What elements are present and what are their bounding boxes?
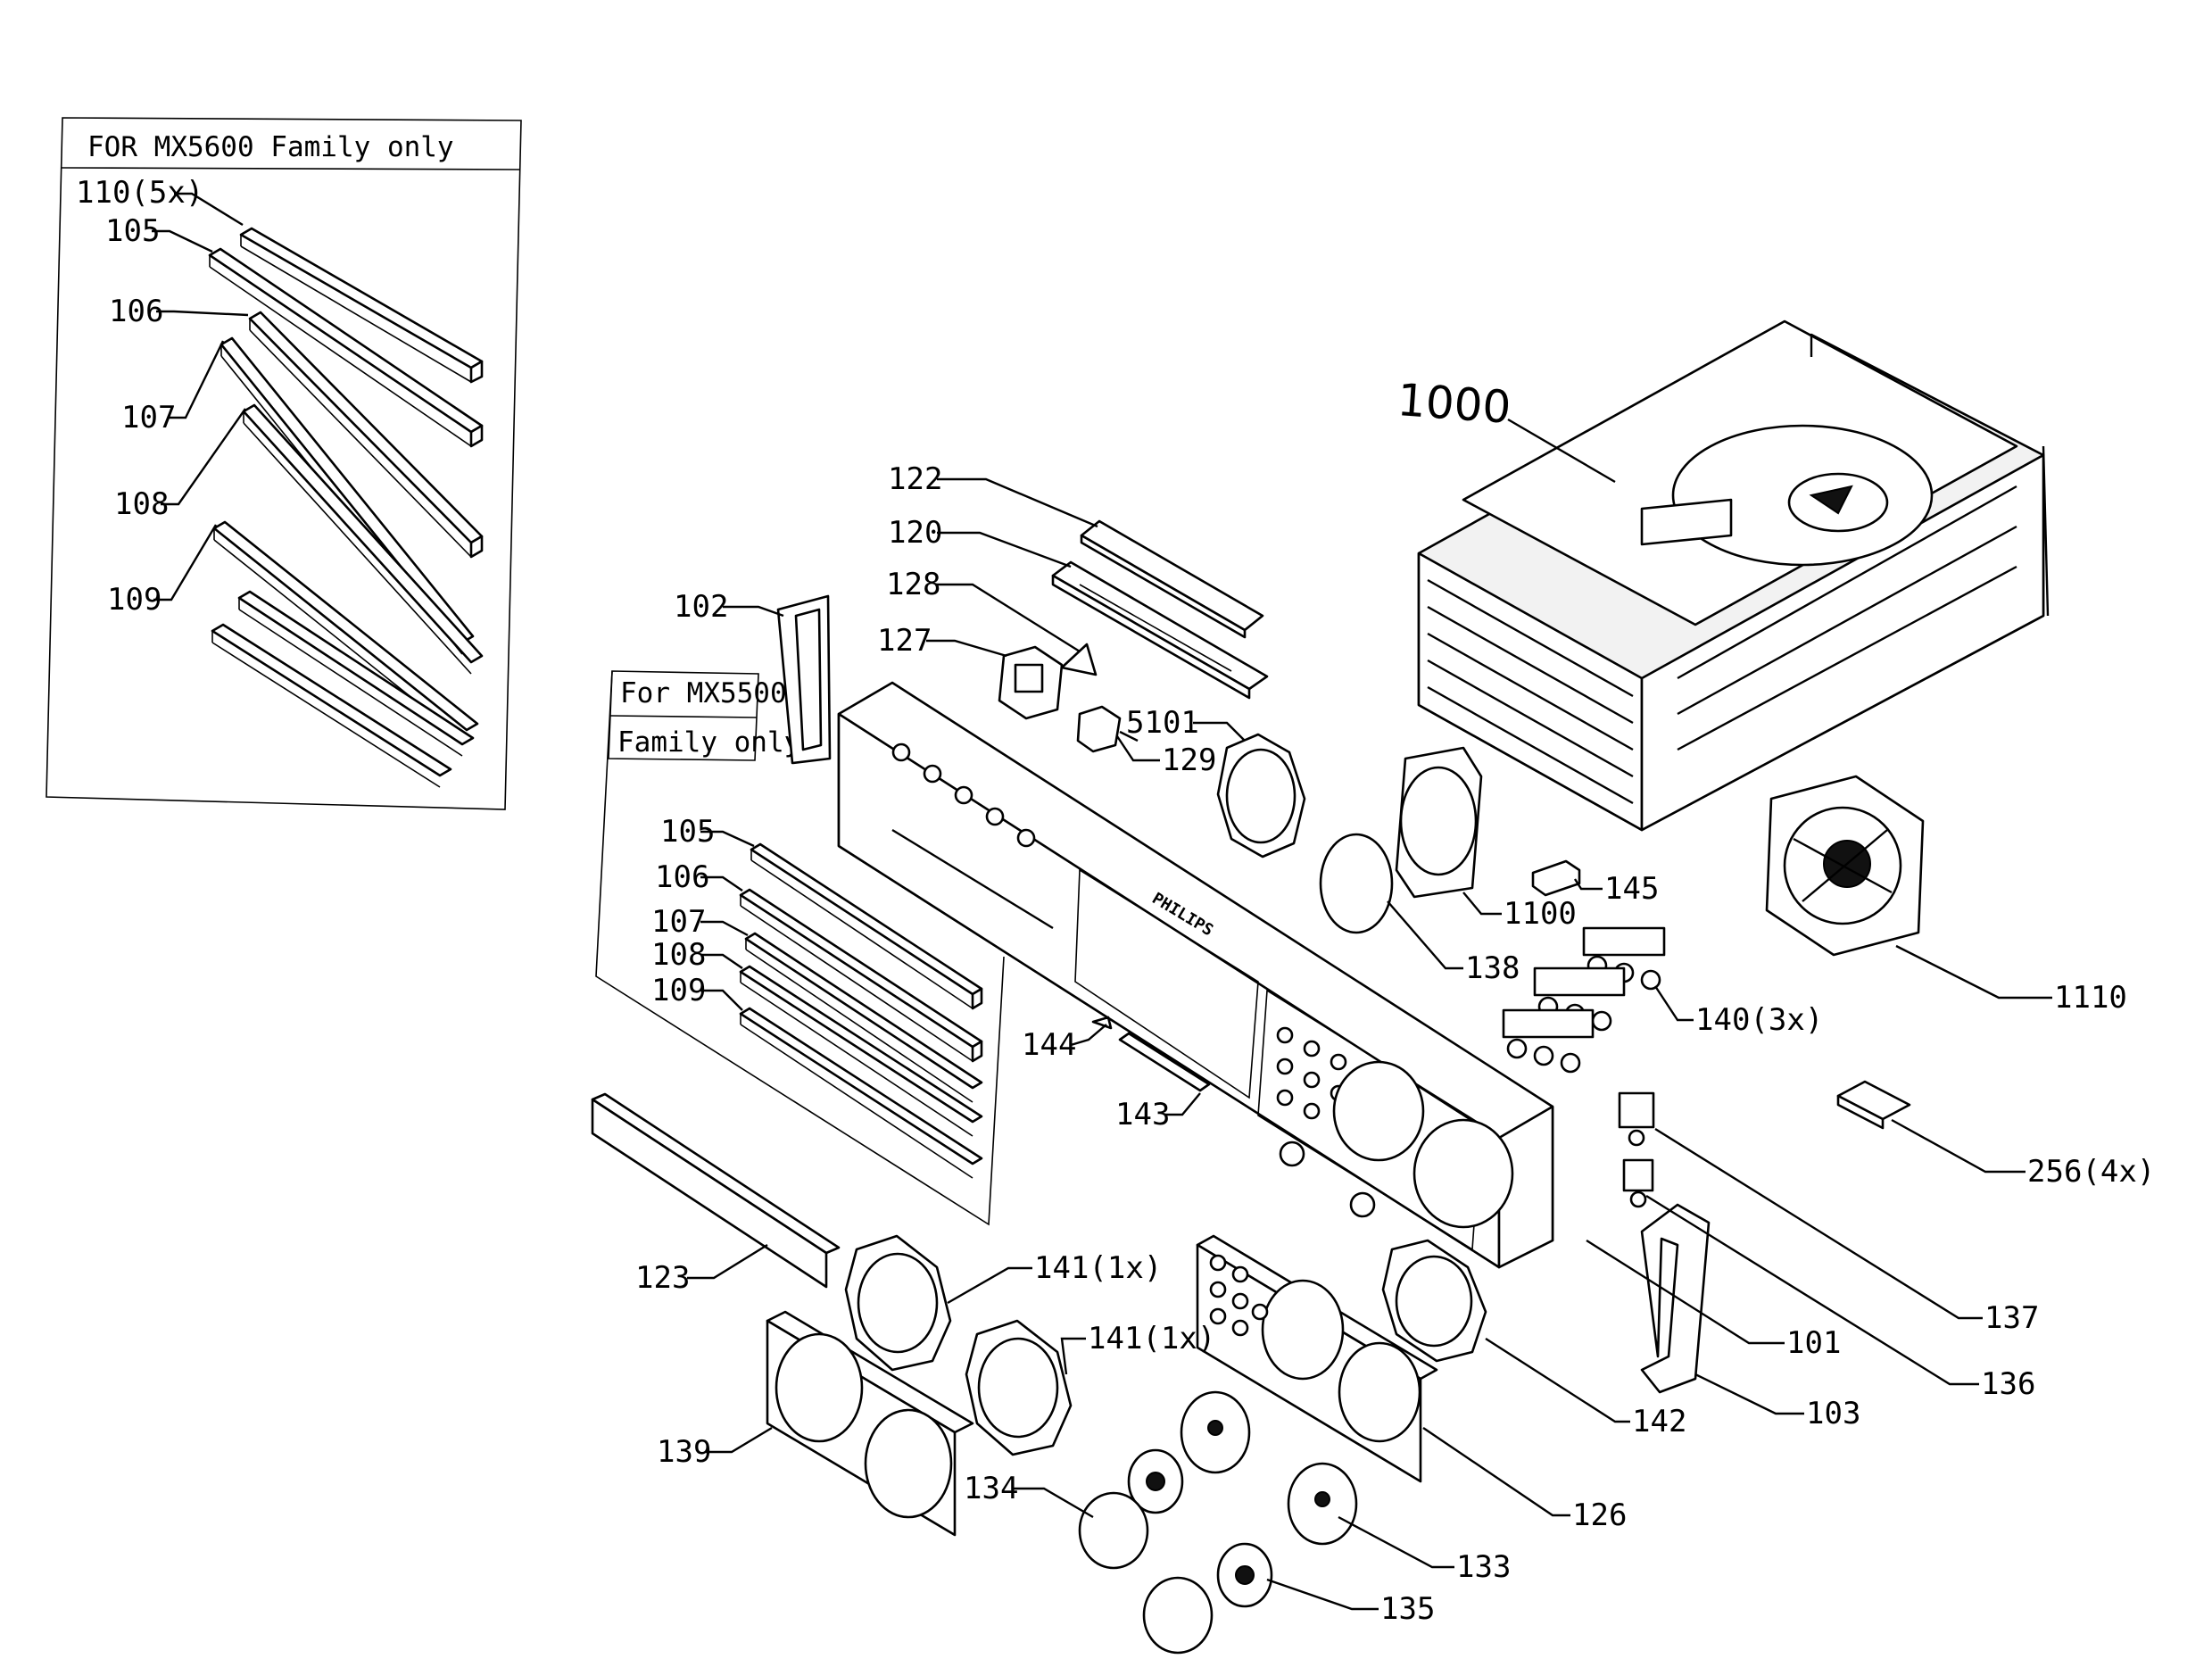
part-136-switch: [1622, 1158, 1654, 1208]
label-143: 143: [1115, 1097, 1170, 1132]
trim-strip-108b: [739, 965, 983, 1137]
part-labels: 110(5x) 105 106 107 108 109 1000 122 120…: [76, 175, 2155, 1627]
label-145: 145: [1604, 871, 1659, 907]
part-135-knob-core-b: [1216, 1542, 1273, 1608]
label-101: 101: [1786, 1325, 1841, 1361]
part-142-ring: [1381, 1239, 1487, 1363]
trim-strip-110: [239, 227, 484, 384]
part-138-ring: [1319, 833, 1394, 934]
small-ring-b: [1349, 1191, 1376, 1218]
part-1100-speaker: [1395, 746, 1483, 899]
label-134: 134: [964, 1471, 1018, 1506]
label-138: 138: [1465, 950, 1520, 986]
mx5600-box-title: FOR MX5600 Family only: [87, 131, 454, 163]
part-133-knob-a: [1180, 1390, 1251, 1474]
part-144: [1091, 1016, 1113, 1030]
part-122-board: [1080, 519, 1264, 639]
label-102: 102: [674, 589, 728, 625]
trim-strip-106b: [739, 888, 983, 1063]
part-140-jacks: [1502, 926, 1666, 1074]
label-142: 142: [1632, 1404, 1686, 1439]
part-256-foot: [1836, 1080, 1911, 1130]
label-137: 137: [1984, 1300, 2039, 1336]
label-1000: 1000: [1396, 374, 1512, 434]
label-1100: 1100: [1504, 896, 1577, 932]
part-5101-speaker-ring: [1216, 733, 1306, 859]
mx5600-parts-box: FOR MX5600 Family only: [46, 117, 522, 810]
part-126-trim-plate: [1196, 1234, 1438, 1483]
part-141-ring-b: [965, 1319, 1073, 1456]
part-134-knob-cap-a: [1078, 1491, 1149, 1570]
label-129: 129: [1162, 742, 1216, 778]
main-front-panel: PHILIPS: [837, 681, 1554, 1269]
label-107-a: 107: [121, 400, 176, 435]
label-128: 128: [886, 567, 940, 602]
label-135: 135: [1380, 1591, 1435, 1627]
label-126: 126: [1572, 1497, 1627, 1533]
mx5500-box-line1: For MX5500: [620, 677, 787, 709]
leader-lines: [152, 192, 2052, 1611]
label-256: 256(4x): [2027, 1154, 2155, 1190]
label-105-b: 105: [660, 814, 715, 850]
label-106-a: 106: [109, 294, 163, 329]
label-103: 103: [1806, 1396, 1860, 1431]
part-1000-cd-changer: [1417, 319, 2050, 832]
trim-strip-106a: [248, 311, 484, 559]
label-108-a: 108: [114, 486, 169, 522]
label-5101: 5101: [1126, 705, 1199, 741]
small-ring-a: [1279, 1141, 1305, 1167]
label-133: 133: [1456, 1549, 1511, 1585]
label-106-b: 106: [655, 859, 709, 895]
label-109-a: 109: [107, 582, 162, 618]
panel-buttons: [891, 742, 1347, 1120]
part-1110-fan: [1765, 775, 1925, 957]
part-129: [1076, 705, 1139, 753]
part-141-ring-a: [844, 1234, 952, 1372]
part-103-handle: [1640, 1203, 1711, 1394]
trim-strip-extra: [211, 590, 475, 788]
label-136: 136: [1981, 1366, 2035, 1402]
part-143: [1118, 1032, 1211, 1092]
label-127: 127: [877, 623, 932, 659]
label-123: 123: [635, 1260, 690, 1296]
label-144: 144: [1022, 1027, 1076, 1063]
trim-strip-109b: [739, 1007, 983, 1179]
label-139: 139: [657, 1434, 711, 1470]
label-122: 122: [888, 461, 942, 497]
label-141-a: 141(1x): [1034, 1250, 1162, 1286]
label-105-a: 105: [105, 213, 160, 249]
mx5500-box-line2: Family only: [617, 726, 800, 759]
label-120: 120: [888, 515, 942, 551]
label-108-b: 108: [651, 937, 706, 973]
part-137-switch: [1618, 1091, 1655, 1147]
trim-strip-105a: [208, 247, 484, 448]
trim-strip-105b: [750, 842, 983, 1010]
label-140: 140(3x): [1695, 1002, 1823, 1038]
cd-changer-slats: [1427, 485, 2017, 805]
part-128: [1060, 643, 1098, 676]
part-127: [998, 645, 1064, 720]
part-133-knob-b: [1287, 1462, 1358, 1546]
part-102-bracket: [776, 594, 832, 765]
part-134-knob-cap-b: [1142, 1576, 1214, 1655]
label-109-b: 109: [651, 973, 706, 1008]
part-135-knob-core-a: [1127, 1448, 1184, 1514]
mx5500-parts-box: For MX5500 Family only: [595, 670, 1005, 1226]
trim-strip-107b: [744, 932, 983, 1103]
label-107-b: 107: [651, 904, 706, 940]
label-110: 110(5x): [76, 175, 203, 211]
part-139-trim-plate: [766, 1310, 974, 1537]
trim-strip-108a: [242, 403, 484, 675]
label-1110: 1110: [2054, 980, 2127, 1016]
part-120-board: [1051, 560, 1269, 700]
part-123-strip: [591, 1092, 841, 1289]
part-145-clip: [1531, 859, 1581, 897]
label-141-b: 141(1x): [1088, 1321, 1215, 1356]
